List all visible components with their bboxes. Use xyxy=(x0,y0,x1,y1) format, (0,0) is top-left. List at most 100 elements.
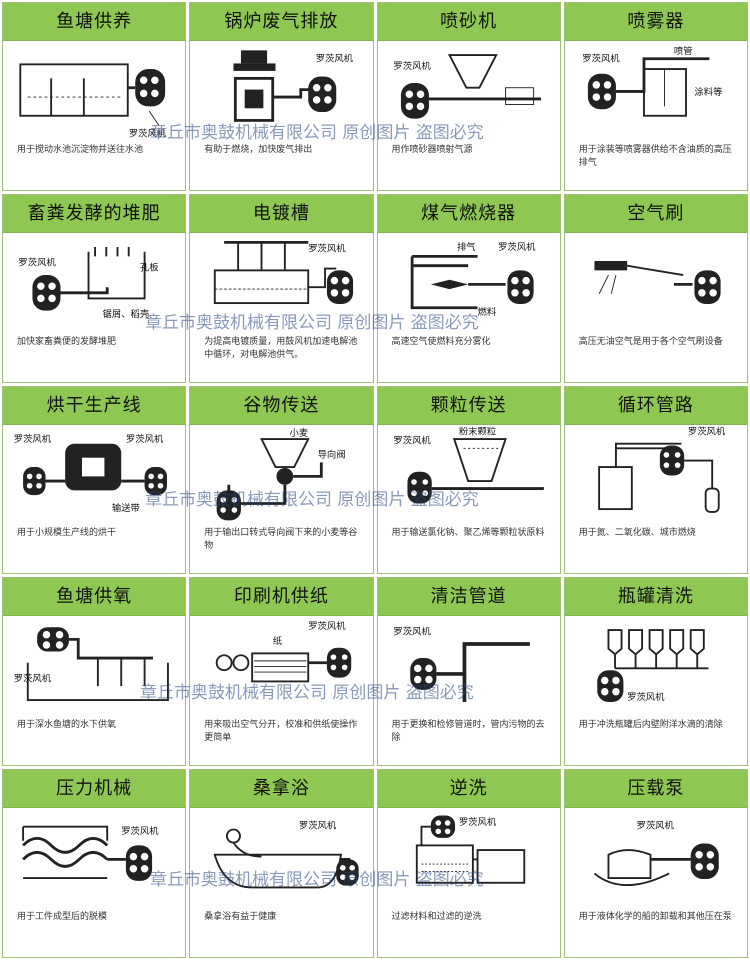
cell-caption: 用作喷砂器喷射气源 xyxy=(391,144,473,155)
cell-drying-line: 烘干生产线 罗茨风机 罗茨风机 输送带 用于小规模生产线的烘干 xyxy=(2,385,187,575)
cell-caption: 用于氮、二氧化碳、城市燃烧 xyxy=(578,528,696,539)
diagram-sandblaster: 罗茨风机 xyxy=(378,41,560,144)
cell-sauna-bath: 桑拿浴 罗茨风机 桑拿浴有益于健康 xyxy=(189,769,374,958)
blower-icon xyxy=(409,658,436,691)
cell-electroplating-tank: 电镀槽 罗茨风机 为提高电镀质量，用鼓风机加速电解池中循环，对电解池供气。 xyxy=(189,193,374,383)
blower-icon xyxy=(587,73,616,110)
svg-text:罗茨风机: 罗茨风机 xyxy=(393,434,431,446)
svg-text:罗茨风机: 罗茨风机 xyxy=(121,825,159,837)
cell-title: 桑拿浴 xyxy=(190,770,373,809)
diagram-drying-line: 罗茨风机 罗茨风机 输送带 xyxy=(3,425,185,528)
diagram-sauna-bath: 罗茨风机 xyxy=(190,808,372,911)
blower-icon xyxy=(308,76,337,113)
cell-title: 畜粪发酵的堆肥 xyxy=(3,194,186,233)
cell-gas-burner: 煤气燃烧器 罗茨风机 排气 燃料 高速空气使燃料充分雾化 xyxy=(376,193,561,383)
diagram-sprayer: 罗茨风机 喷管 涂料等 xyxy=(565,41,747,144)
svg-text:涂料等: 涂料等 xyxy=(694,86,722,98)
svg-text:孔板: 孔板 xyxy=(140,261,159,273)
svg-text:罗茨风机: 罗茨风机 xyxy=(582,53,620,65)
cell-fish-pond-oxygen: 鱼塘供氧 罗茨风机 用于深水鱼塘的水下供氧 xyxy=(2,577,187,767)
blower-icon xyxy=(135,69,166,107)
blower-icon xyxy=(597,670,624,703)
cell-caption: 用于涂装等喷雾器供给不含油质的高压排气 xyxy=(578,144,732,168)
cell-sandblaster: 喷砂机 罗茨风机 用作喷砂器喷射气源 xyxy=(376,2,561,191)
blower-icon xyxy=(37,627,69,652)
svg-text:罗茨风机: 罗茨风机 xyxy=(129,127,167,139)
cell-air-brush: 空气刷 高压无油空气是用于各个空气刷设备 xyxy=(563,193,748,383)
cell-caption: 用于搅动水池沉淀物并送往水池 xyxy=(17,144,144,155)
svg-text:导向阀: 导向阀 xyxy=(318,448,346,460)
svg-text:罗茨风机: 罗茨风机 xyxy=(18,257,56,269)
cell-caption: 用于工件成型后的脱模 xyxy=(17,912,108,922)
diagram-printer-paper-feed: 罗茨风机 纸 xyxy=(190,616,372,719)
cell-caption: 用于冲洗瓶罐后内壁附洋水滴的清除 xyxy=(578,720,723,731)
cell-caption: 用于更换和检修管道时，管内污物的去除 xyxy=(391,720,545,744)
cell-caption: 用于小规模生产线的烘干 xyxy=(17,528,117,539)
svg-text:罗茨风机: 罗茨风机 xyxy=(14,432,52,444)
blower-icon xyxy=(32,274,61,311)
svg-text:罗茨风机: 罗茨风机 xyxy=(636,820,674,832)
blower-icon xyxy=(336,859,359,886)
diagram-particle-conveying: 罗茨风机 粉末颗粒 xyxy=(378,425,560,528)
blower-icon xyxy=(506,270,534,304)
cell-circulation-pipe: 循环管路 罗茨风机 用于氮、二氧化碳、城市燃烧 xyxy=(563,385,748,575)
diagram-backwash: 罗茨风机 xyxy=(378,808,560,911)
cell-title: 清洁管道 xyxy=(377,578,560,617)
diagram-electroplating-tank: 罗茨风机 xyxy=(190,233,372,336)
cell-title: 煤气燃烧器 xyxy=(377,194,560,233)
svg-text:罗茨风机: 罗茨风机 xyxy=(299,820,337,832)
svg-text:罗茨风机: 罗茨风机 xyxy=(308,620,346,632)
cell-fish-pond-supply: 鱼塘供养 罗茨风机 用于搅动水池沉淀物并送往水池 xyxy=(2,2,187,191)
cell-printer-paper-feed: 印刷机供纸 罗茨风机 纸 用来吸出空气分开，校准和供纸使操作更简单 xyxy=(189,577,374,767)
cell-caption: 用于液体化学的船的卸载和其他压在泵 xyxy=(578,912,732,922)
cell-title: 谷物传送 xyxy=(190,386,373,425)
svg-text:罗茨风机: 罗茨风机 xyxy=(627,691,665,703)
diagram-ballast-pump: 罗茨风机 xyxy=(565,808,747,911)
cell-bottle-cleaning: 瓶罐清洗 罗茨风机 用于冲洗瓶罐后内壁附洋水滴的清除 xyxy=(563,577,748,767)
blower-icon xyxy=(327,270,354,304)
svg-text:罗茨风机: 罗茨风机 xyxy=(393,60,431,72)
cell-caption: 桑拿浴有益于健康 xyxy=(204,912,277,922)
svg-text:粉末颗粒: 粉末颗粒 xyxy=(458,425,495,437)
svg-text:罗茨风机: 罗茨风机 xyxy=(316,53,354,65)
cell-title: 空气刷 xyxy=(564,194,747,233)
cell-caption: 过滤材料和过滤的逆洗 xyxy=(391,912,482,922)
cell-caption: 有助于燃烧，加快废气排出 xyxy=(204,144,313,155)
cell-title: 喷雾器 xyxy=(564,3,747,41)
diagram-grain-conveying: 小麦 导向阀 xyxy=(190,425,372,528)
cell-title: 印刷机供纸 xyxy=(190,578,373,617)
diagram-circulation-pipe: 罗茨风机 xyxy=(565,425,747,528)
svg-text:罗茨风机: 罗茨风机 xyxy=(126,432,164,444)
diagram-bottle-cleaning: 罗茨风机 xyxy=(565,616,747,719)
cell-title: 鱼塘供养 xyxy=(3,3,186,41)
blower-icon xyxy=(400,83,429,119)
cell-title: 鱼塘供氧 xyxy=(3,578,186,617)
cell-title: 循环管路 xyxy=(564,386,747,425)
svg-text:罗茨风机: 罗茨风机 xyxy=(458,816,496,828)
cell-caption: 用于输出口转式导向阀下来的小麦等谷物 xyxy=(204,528,358,552)
blower-icon xyxy=(327,648,352,679)
blower-icon xyxy=(216,490,242,520)
cell-ballast-pump: 压载泵 罗茨风机 用于液体化学的船的卸载和其他压在泵 xyxy=(563,769,748,958)
cell-pipe-cleaning: 清洁管道 罗茨风机 用于更换和检修管道时，管内污物的去除 xyxy=(376,577,561,767)
diagram-pipe-cleaning: 罗茨风机 xyxy=(378,616,560,719)
cell-caption: 高速空气使燃料充分雾化 xyxy=(391,336,491,347)
blower-icon xyxy=(144,466,168,495)
cell-backwash: 逆洗 罗茨风机 过滤材料和过滤的逆洗 xyxy=(376,769,561,958)
cell-title: 喷砂机 xyxy=(377,3,560,41)
svg-text:纸: 纸 xyxy=(273,635,282,647)
cell-caption: 为提高电镀质量，用鼓风机加速电解池中循环，对电解池供气。 xyxy=(204,336,358,360)
diagram-fish-pond-supply: 罗茨风机 xyxy=(3,41,185,144)
svg-text:罗茨风机: 罗茨风机 xyxy=(14,673,52,685)
cell-caption: 用于深水鱼塘的水下供氧 xyxy=(17,720,117,731)
diagram-fish-pond-oxygen: 罗茨风机 xyxy=(3,616,185,719)
svg-text:排气: 排气 xyxy=(456,241,475,253)
cell-title: 颗粒传送 xyxy=(377,386,560,425)
svg-text:罗茨风机: 罗茨风机 xyxy=(688,425,726,437)
diagram-gas-burner: 罗茨风机 排气 燃料 xyxy=(378,233,560,336)
diagram-manure-compost: 罗茨风机 孔板 锯屑、稻壳 xyxy=(3,233,185,336)
cell-title: 锅炉废气排放 xyxy=(190,3,373,41)
cell-title: 电镀槽 xyxy=(190,194,373,233)
svg-text:喷管: 喷管 xyxy=(674,45,693,57)
